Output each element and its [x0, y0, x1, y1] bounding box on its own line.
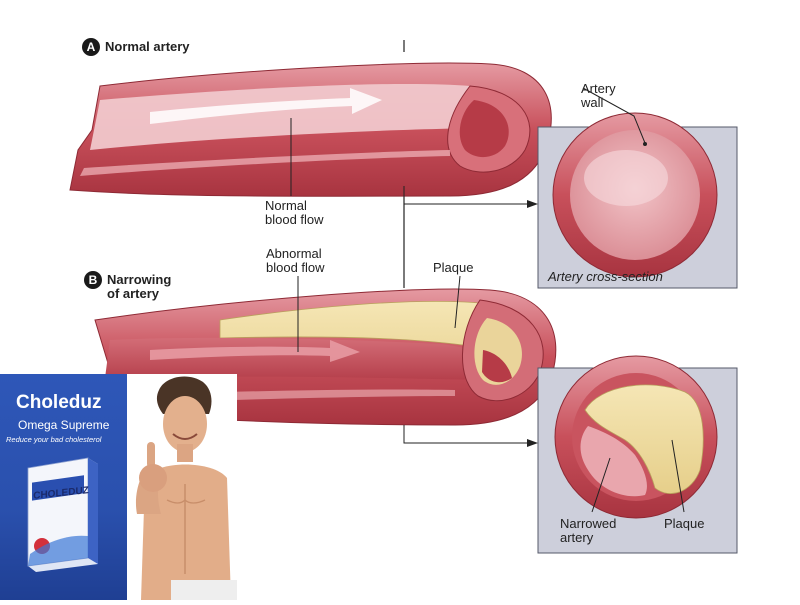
- cross-section-label: Artery cross-section: [548, 270, 663, 284]
- product-box-image: [22, 454, 100, 572]
- ad-brand: Choleduz: [16, 392, 102, 414]
- narrowed-artery-label: Narrowed artery: [560, 517, 616, 545]
- connector-b: [404, 425, 528, 443]
- section-a-badge: A: [82, 38, 100, 56]
- plaque-label-top: Plaque: [433, 261, 473, 275]
- section-a-heading: A Normal artery: [82, 38, 190, 56]
- section-b-heading: B Narrowing of artery: [84, 271, 171, 301]
- abnormal-flow-label: Abnormal blood flow: [266, 247, 325, 275]
- normal-artery-tube: [70, 63, 551, 196]
- ad-product-panel: Choleduz Omega Supreme Reduce your bad c…: [0, 374, 127, 600]
- ad-tagline: Reduce your bad cholesterol: [6, 435, 101, 444]
- man-thumbs-up-photo: [127, 374, 237, 600]
- section-b-badge: B: [84, 271, 102, 289]
- cross-section-inset: [538, 113, 737, 288]
- normal-flow-label: Normal blood flow: [265, 199, 324, 227]
- section-a-title: Normal artery: [105, 40, 190, 54]
- choleduz-ad[interactable]: Choleduz Omega Supreme Reduce your bad c…: [0, 374, 237, 600]
- ad-subtitle: Omega Supreme: [18, 418, 109, 432]
- section-b-title-line2: of artery: [107, 287, 171, 301]
- plaque-label-inset: Plaque: [664, 517, 704, 531]
- section-b-title-line1: Narrowing: [107, 273, 171, 287]
- artery-wall-label: Artery wall: [581, 82, 616, 110]
